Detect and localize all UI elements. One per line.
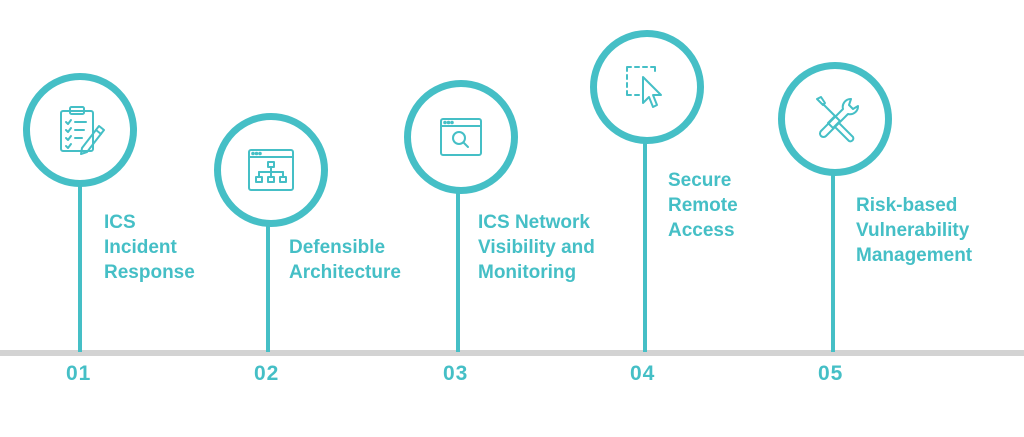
stem bbox=[456, 180, 460, 352]
stem bbox=[78, 180, 82, 352]
stem bbox=[643, 130, 647, 352]
icon-circle bbox=[778, 62, 892, 176]
icon-circle bbox=[590, 30, 704, 144]
step-number: 04 bbox=[630, 362, 656, 385]
stem bbox=[266, 200, 270, 352]
icon-circle bbox=[404, 80, 518, 194]
icon-circle bbox=[23, 73, 137, 187]
step-label: ICS Incident Response bbox=[104, 212, 195, 283]
step-number: 05 bbox=[818, 362, 844, 385]
remote-cursor-icon bbox=[626, 66, 662, 108]
timeline-baseline bbox=[0, 350, 1024, 356]
stem bbox=[831, 160, 835, 352]
step-number: 03 bbox=[443, 362, 469, 385]
step-label: Risk-based Vulnerability Management bbox=[856, 195, 973, 266]
wrench-screwdriver-icon bbox=[816, 96, 859, 143]
step-label: Secure Remote Access bbox=[668, 170, 738, 241]
step-number: 02 bbox=[254, 362, 280, 385]
step-label: Defensible Architecture bbox=[289, 237, 401, 283]
clipboard-checklist-icon bbox=[60, 106, 105, 155]
step-number: 01 bbox=[66, 362, 92, 385]
browser-search-icon bbox=[440, 118, 482, 156]
sitemap-browser-icon bbox=[248, 149, 294, 191]
icon-circle bbox=[214, 113, 328, 227]
step-label: ICS Network Visibility and Monitoring bbox=[478, 212, 595, 283]
